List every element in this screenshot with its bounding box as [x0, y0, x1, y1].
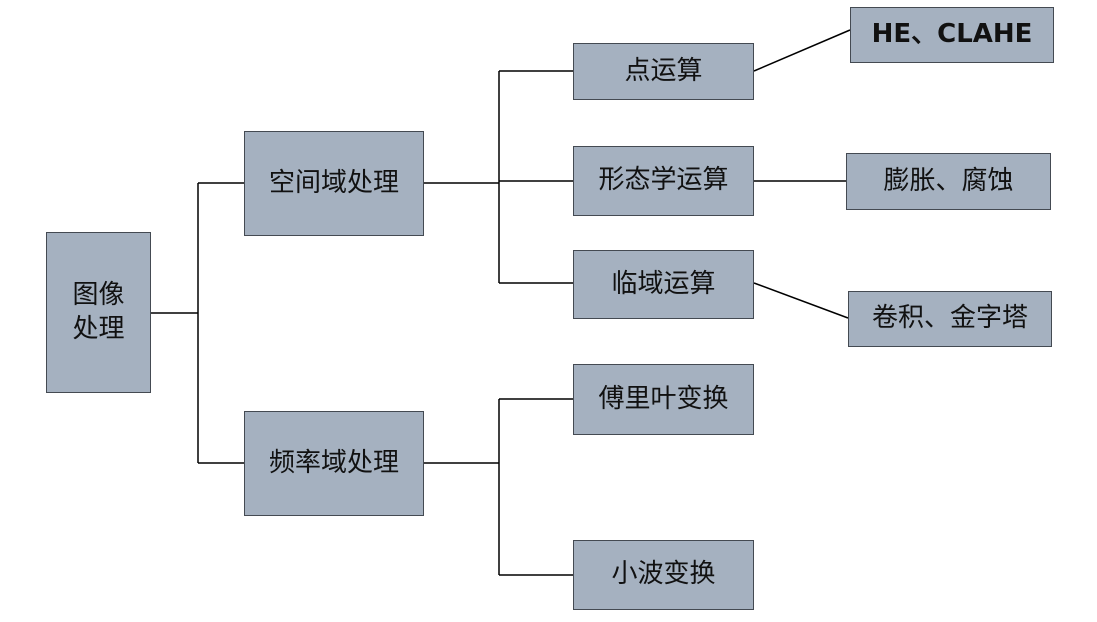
node-dilate-erode: 膨胀、腐蚀	[846, 153, 1051, 210]
link-to-conv-pyramid	[753, 282, 849, 319]
node-neighborhood-operation: 临域运算	[573, 250, 754, 319]
node-morphology-operation: 形态学运算	[573, 146, 754, 216]
node-convolution-pyramid: 卷积、金字塔	[848, 291, 1052, 347]
node-spatial-domain: 空间域处理	[244, 131, 424, 236]
node-fourier-transform: 傅里叶变换	[573, 364, 754, 435]
node-point-operation: 点运算	[573, 43, 754, 100]
node-image-processing: 图像 处理	[46, 232, 151, 393]
node-wavelet-transform: 小波变换	[573, 540, 754, 610]
link-to-he-clahe	[753, 29, 851, 72]
node-frequency-domain: 频率域处理	[244, 411, 424, 516]
node-he-clahe: HE、CLAHE	[850, 7, 1054, 63]
